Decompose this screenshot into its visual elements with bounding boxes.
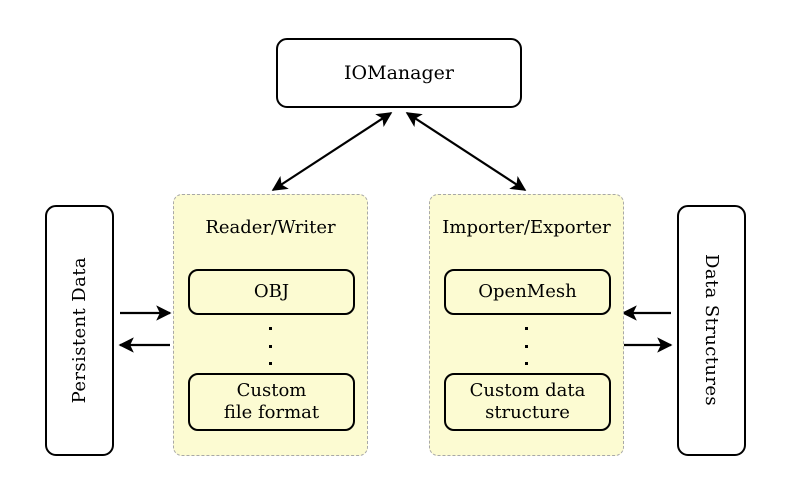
panel-reader-writer[interactable]: Reader/Writer OBJ Custom file format (173, 194, 368, 456)
panel-reader-writer-title: Reader/Writer (205, 217, 336, 238)
ellipsis-icon-importer-exporter (430, 327, 623, 365)
arrow-manager-importer-exporter (405, 112, 527, 191)
dot (525, 327, 528, 330)
node-iomanager[interactable]: IOManager (276, 38, 522, 108)
node-custom-file-format-label: Custom file format (224, 380, 319, 424)
node-openmesh-label: OpenMesh (478, 281, 577, 303)
node-obj-label: OBJ (253, 281, 290, 303)
node-custom-data-structure-label: Custom data structure (470, 380, 586, 424)
node-custom-file-format-line2: file format (223, 402, 320, 423)
dot (525, 362, 528, 365)
node-custom-data-structure-line1: Custom data (469, 380, 586, 402)
node-data-structures-label: Data Structures (701, 254, 723, 407)
arrow-manager-reader-writer (271, 112, 393, 191)
ellipsis-icon-reader-writer (174, 327, 367, 365)
node-persistent-data-label: Persistent Data (68, 257, 90, 404)
node-custom-data-structure-line2: structure (485, 402, 570, 423)
node-persistent-data[interactable]: Persistent Data (45, 205, 114, 456)
panel-importer-exporter[interactable]: Importer/Exporter OpenMesh Custom data s… (429, 194, 624, 456)
dot (269, 327, 272, 330)
node-custom-file-format-line1: Custom (236, 380, 307, 402)
node-iomanager-label: IOManager (344, 61, 454, 84)
node-data-structures[interactable]: Data Structures (677, 205, 746, 456)
node-obj[interactable]: OBJ (188, 269, 355, 315)
dot (269, 362, 272, 365)
node-openmesh[interactable]: OpenMesh (444, 269, 611, 315)
dot (269, 344, 272, 348)
dot (525, 344, 528, 348)
node-custom-file-format[interactable]: Custom file format (188, 373, 355, 431)
node-custom-data-structure[interactable]: Custom data structure (444, 373, 611, 431)
panel-importer-exporter-title: Importer/Exporter (442, 217, 611, 238)
